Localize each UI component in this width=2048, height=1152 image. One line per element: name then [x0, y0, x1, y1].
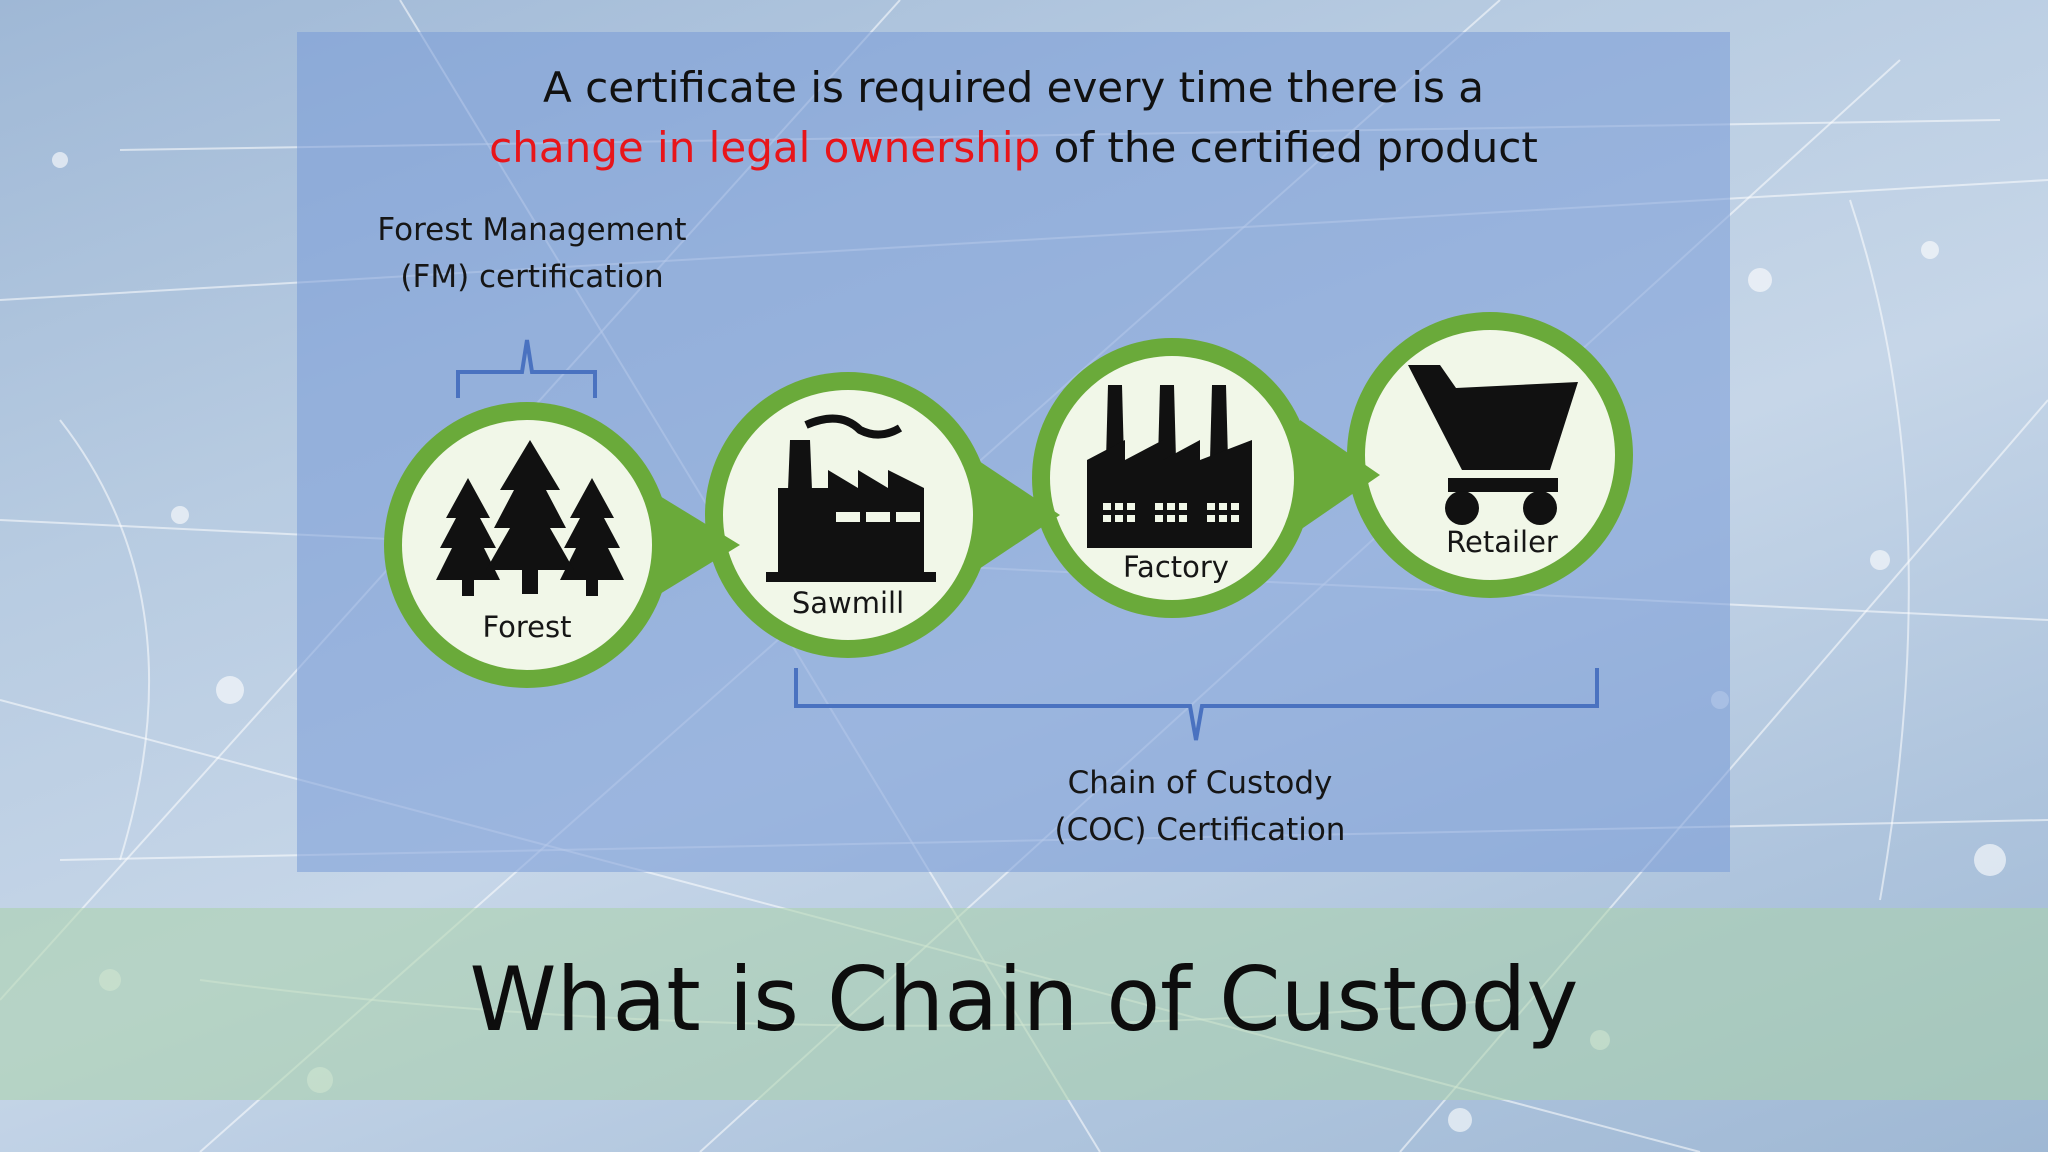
headline-highlight: change in legal ownership [489, 123, 1041, 172]
node-label-retailer: Retailer [1446, 525, 1558, 559]
node-retailer [1347, 312, 1633, 598]
trees-icon [436, 440, 624, 596]
fm-label-line-1: Forest Management [377, 212, 687, 248]
title-band [0, 908, 2048, 1100]
headline-line-2: change in legal ownership of the certifi… [297, 118, 1730, 178]
headline: A certificate is required every time the… [297, 58, 1730, 178]
coc-label-line-1: Chain of Custody [1067, 765, 1333, 801]
cart-icon [1408, 365, 1578, 525]
fm-certification-label: Forest Management (FM) certification [352, 207, 712, 301]
fm-bracket [456, 339, 597, 398]
headline-line-1: A certificate is required every time the… [543, 63, 1484, 112]
node-label-sawmill: Sawmill [791, 586, 905, 620]
node-label-forest: Forest [482, 610, 572, 644]
node-factory [1032, 338, 1380, 618]
node-forest [384, 402, 740, 688]
slide-title: What is Chain of Custody [469, 948, 1579, 1051]
node-sawmill [705, 372, 1060, 658]
coc-bracket [794, 668, 1599, 741]
headline-line-2-rest: of the certified product [1040, 123, 1538, 172]
node-label-factory: Factory [1123, 550, 1229, 584]
coc-certification-label: Chain of Custody (COC) Certification [1000, 760, 1400, 854]
coc-label-line-2: (COC) Certification [1054, 812, 1346, 848]
fm-label-line-2: (FM) certification [400, 259, 664, 295]
